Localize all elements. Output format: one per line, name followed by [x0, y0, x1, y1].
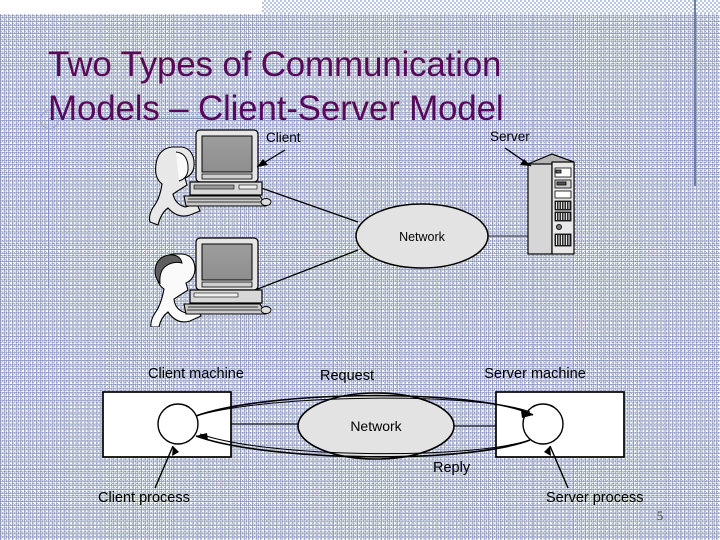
client-1-keyboard: [183, 195, 267, 207]
right-vertical-rule: [694, 0, 696, 186]
arrow-client: [256, 149, 286, 168]
top-diagram-links: [249, 183, 528, 293]
network-cloud: Network: [355, 203, 489, 269]
label-network-top: Network: [399, 230, 446, 244]
client-process-circle: [157, 403, 199, 445]
label-server-process: Server process: [546, 490, 644, 506]
slide-title: Two Types of Communication Models – Clie…: [48, 45, 504, 129]
label-reply: Reply: [433, 460, 471, 476]
rule-circle-ornament: [40, 110, 59, 129]
client-2-keyboard: [183, 303, 267, 315]
top-diagram-svg: Client: [148, 129, 575, 327]
bottom-diagram-svg: Client machine Server machine Network: [98, 366, 644, 506]
label-client: Client: [266, 130, 301, 145]
link-client1-network: [249, 183, 359, 223]
top-decorative-band: [262, 0, 720, 14]
left-vertical-rule: [48, 118, 49, 288]
server-tower: [527, 153, 575, 255]
diagram-client-server-illustration: Client: [140, 122, 590, 327]
client-2-figure: [150, 237, 272, 327]
label-client-process: Client process: [98, 490, 190, 506]
arrow-server: [504, 147, 532, 167]
server-process-leader: [544, 445, 569, 489]
network-ellipse: Network: [297, 392, 455, 460]
top-left-blank-strip: [0, 0, 262, 14]
title-underline-rule: [48, 118, 378, 119]
server-process-circle: [522, 403, 564, 445]
page-number: 5: [656, 508, 664, 523]
label-request: Request: [320, 368, 374, 384]
link-client2-network: [249, 249, 359, 293]
request-arrow: [195, 394, 534, 418]
client-process-leader: [154, 445, 179, 489]
label-server-machine: Server machine: [484, 366, 586, 382]
label-client-machine: Client machine: [148, 366, 244, 382]
label-network-bottom: Network: [350, 418, 402, 434]
bottom-plain-connectors: [231, 423, 496, 427]
label-server: Server: [490, 129, 530, 144]
diagram-request-reply: Client machine Server machine Network: [78, 360, 648, 510]
reply-arrow: [195, 433, 531, 458]
client-1-figure: [148, 129, 272, 226]
